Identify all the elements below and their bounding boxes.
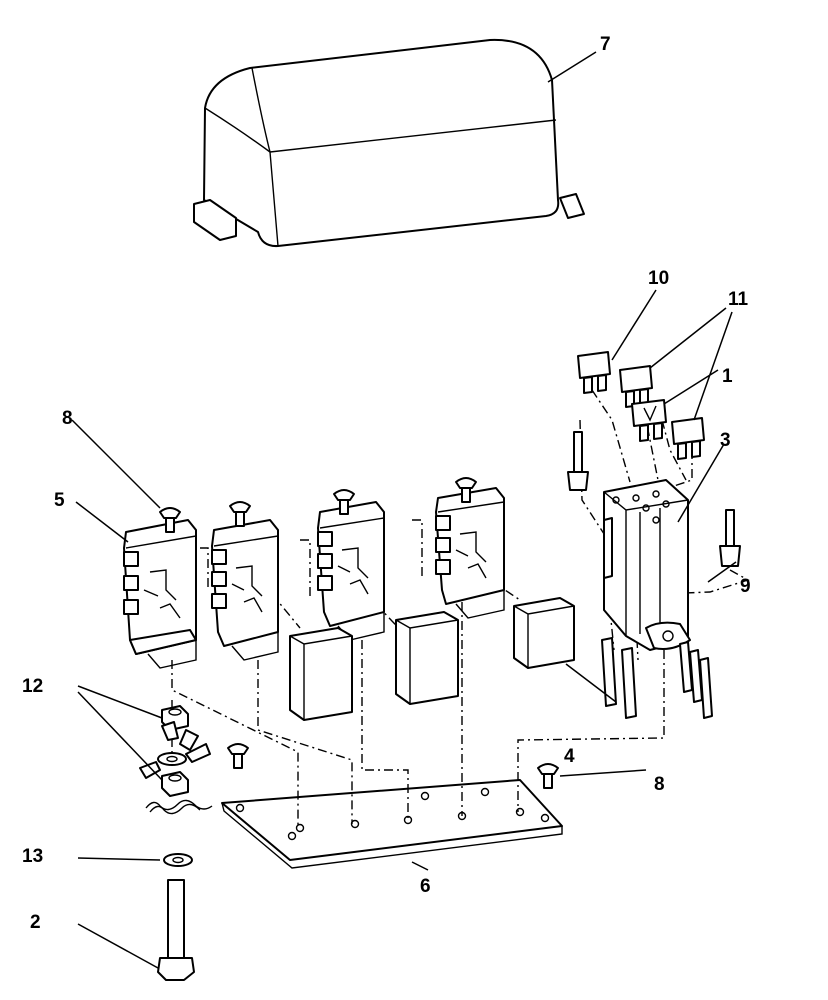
fuse [671,417,705,460]
callout-9: 9 [740,576,751,597]
relay-socket [435,487,505,619]
relay-socket [211,519,279,661]
callout-4: 4 [564,746,575,767]
plate-holes [235,787,550,841]
callout-1: 1 [722,366,733,387]
callout-3: 3 [720,430,731,451]
callout-12: 12 [22,676,43,697]
fuse-block [603,479,691,651]
fuse [619,365,653,408]
fuse [631,399,667,442]
callout-2: 2 [30,912,41,933]
lock-washer [145,799,213,815]
flat-washer [163,853,193,867]
hex-nut [161,771,189,797]
screw [229,501,251,527]
leader-lines [71,51,737,969]
callout-8-top: 8 [62,408,73,429]
screw [455,477,477,503]
ring-terminals [139,721,211,779]
callout-11: 11 [728,289,749,310]
relay [513,597,575,669]
callouts: 7 10 11 1 3 9 8 5 4 8 6 12 13 2 [22,34,751,933]
relay-box-cover [193,38,585,248]
mounting-plate [221,779,563,869]
callout-7: 7 [600,34,611,55]
callout-5: 5 [54,490,65,511]
screw [537,763,559,789]
screw [333,489,355,515]
pin [567,431,589,491]
screw [227,743,249,769]
terminals [601,637,713,719]
relay [289,627,353,721]
relay-socket [123,519,197,669]
pin [719,509,741,567]
callout-6: 6 [420,876,431,897]
callout-13: 13 [22,846,43,867]
relay-socket [317,501,385,641]
bolt [157,879,195,981]
fuse [577,351,611,394]
screw [159,507,181,533]
callout-10: 10 [648,268,669,289]
callout-8-bottom: 8 [654,774,665,795]
relay [395,611,459,705]
